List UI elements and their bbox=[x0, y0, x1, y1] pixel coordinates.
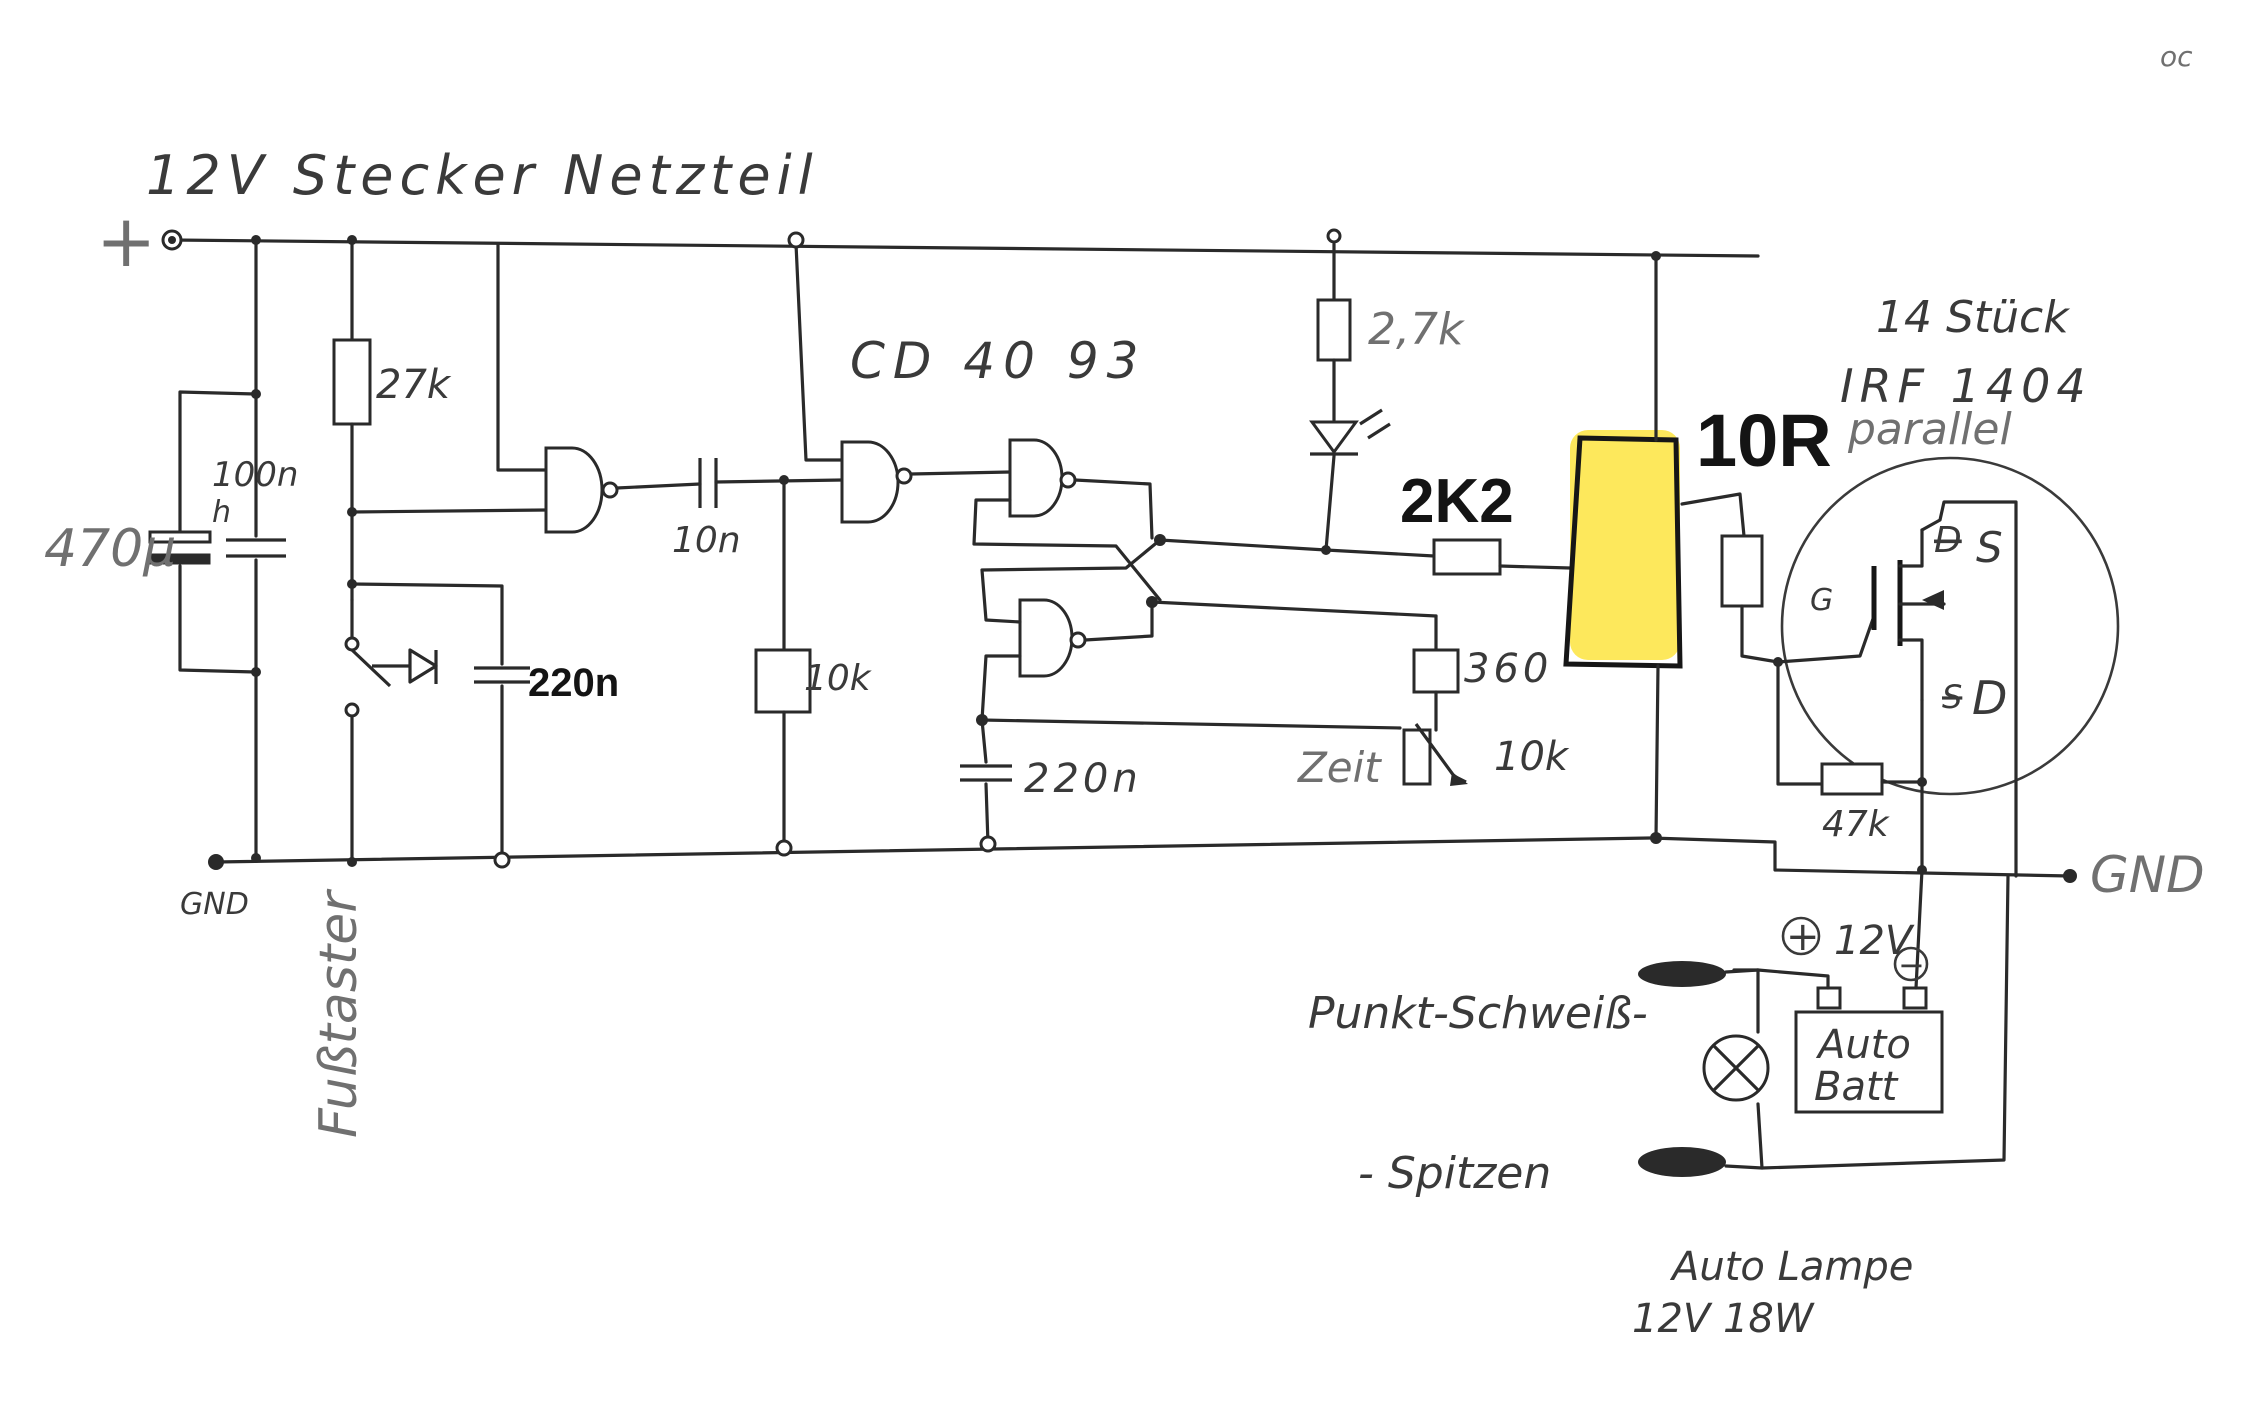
nand-gate-1 bbox=[350, 242, 702, 534]
label-mosfet-count: 14 Stück bbox=[1876, 292, 2070, 343]
welding-tip-top bbox=[1638, 961, 1760, 987]
label-10k: 10k bbox=[804, 658, 873, 699]
label-pin-s-struck: S bbox=[1942, 678, 1962, 716]
label-2k7: 2,7k bbox=[1368, 304, 1465, 355]
nand-gate-3 bbox=[972, 438, 1328, 602]
label-470u: 470µ bbox=[44, 519, 176, 579]
ic-label: CD 40 93 bbox=[850, 332, 1146, 390]
label-10r: 10R bbox=[1696, 399, 1832, 482]
label-parallel: parallel bbox=[1847, 404, 2012, 455]
driver-block bbox=[1563, 251, 1683, 844]
label-mosfet-type: IRF 1404 bbox=[1840, 359, 2092, 413]
label-220n-a: 220n bbox=[528, 661, 619, 705]
label-pot-10k: 10k bbox=[1494, 734, 1570, 780]
gnd-terminal-left bbox=[208, 854, 224, 870]
resistor-2k7 bbox=[1316, 228, 1352, 422]
gnd-terminal-right bbox=[2063, 869, 2077, 883]
label-47k: 47k bbox=[1822, 804, 1891, 845]
resistor-27k bbox=[332, 235, 372, 602]
resistor-10r bbox=[1680, 492, 1780, 664]
label-pin-g: G bbox=[1810, 583, 1833, 618]
label-pin-d: D bbox=[1972, 671, 2007, 725]
nand-gate-2 bbox=[787, 231, 1012, 524]
plus-label: + bbox=[96, 199, 156, 283]
supply-rail bbox=[161, 229, 1760, 258]
label-360: 360 bbox=[1464, 646, 1552, 692]
label-100n: 100n bbox=[212, 455, 298, 495]
label-fusstaster: Fußtaster bbox=[309, 888, 369, 1138]
gnd-right-label: GND bbox=[2090, 846, 2205, 904]
capacitor-220n-a bbox=[350, 582, 530, 869]
label-220n-b: 220n bbox=[1024, 756, 1142, 802]
capacitor-100n bbox=[226, 235, 286, 863]
label-pin-s: S bbox=[1976, 523, 2003, 572]
mosfet-irf1404 bbox=[1776, 456, 2120, 878]
batt-plus-ring bbox=[1781, 916, 1821, 956]
resistor-360 bbox=[1412, 614, 1460, 732]
label-weld-line1: Punkt-Schweiß- bbox=[1308, 988, 1648, 1039]
label-batt-voltage: 12V bbox=[1834, 918, 1915, 964]
label-100n-suffix: h bbox=[212, 495, 231, 530]
label-zeit: Zeit bbox=[1297, 743, 1382, 792]
resistor-10k bbox=[754, 478, 812, 857]
capacitor-470u bbox=[148, 390, 258, 674]
car-battery bbox=[1732, 868, 1944, 1114]
label-27k: 27k bbox=[376, 362, 452, 408]
label-batt-line1: Auto bbox=[1815, 1022, 1911, 1068]
welding-tip-bottom bbox=[1638, 874, 2010, 1177]
label-pin-d-struck: D bbox=[1934, 520, 1962, 561]
car-lamp bbox=[1702, 968, 1770, 1170]
mosfet-enclosure bbox=[1780, 456, 2120, 796]
label-lamp-line2: 12V 18W bbox=[1632, 1296, 1815, 1342]
ground-rail bbox=[208, 836, 2077, 883]
nand-gate-4 bbox=[980, 538, 1438, 722]
resistor-47k bbox=[1773, 657, 1927, 875]
label-lamp-line1: Auto Lampe bbox=[1669, 1244, 1913, 1290]
label-2k2: 2K2 bbox=[1400, 467, 1514, 536]
batt-minus-ring bbox=[1893, 946, 1929, 982]
foot-switch bbox=[344, 598, 438, 867]
capacitor-10n bbox=[698, 458, 844, 508]
gnd-left-label: GND bbox=[180, 887, 249, 922]
supply-label: 12V Stecker Netzteil bbox=[146, 144, 819, 207]
corner-mark: oc bbox=[2160, 40, 2193, 73]
label-batt-line2: Batt bbox=[1814, 1064, 1899, 1110]
led bbox=[1309, 408, 1391, 555]
label-weld-line2: - Spitzen bbox=[1358, 1148, 1551, 1199]
capacitor-220n-b bbox=[960, 714, 1402, 853]
label-10n: 10n bbox=[672, 520, 741, 561]
potentiometer-10k bbox=[1402, 723, 1468, 786]
resistor-2k2 bbox=[1324, 538, 1572, 576]
